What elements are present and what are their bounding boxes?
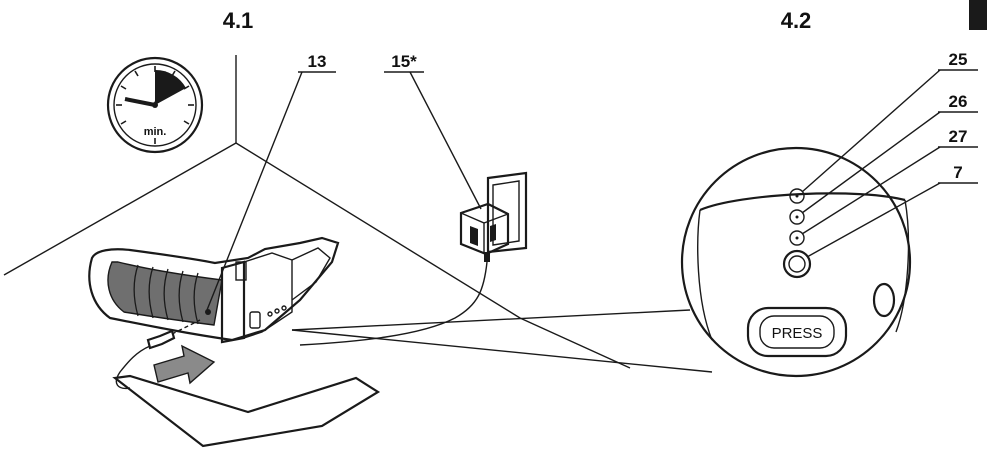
page-tab-marker bbox=[969, 0, 987, 30]
insert-arrow bbox=[153, 344, 216, 385]
callout-7 bbox=[806, 182, 978, 258]
charging-plug bbox=[146, 319, 201, 350]
callout-label-27: 27 bbox=[949, 127, 968, 146]
screwdriver bbox=[88, 236, 340, 344]
callout-15 bbox=[384, 71, 482, 210]
clock-icon bbox=[106, 56, 204, 154]
status-leds bbox=[782, 188, 812, 279]
callout-label-26: 26 bbox=[949, 92, 968, 111]
charger-adapter bbox=[459, 171, 528, 262]
figure-label-4-1: 4.1 bbox=[223, 8, 254, 33]
room-corner bbox=[3, 55, 631, 369]
callout-26 bbox=[801, 111, 978, 214]
detail-circle bbox=[680, 146, 912, 378]
callout-13 bbox=[206, 71, 336, 311]
callout-label-7: 7 bbox=[953, 163, 962, 182]
callout-label-13: 13 bbox=[308, 52, 327, 71]
press-button bbox=[746, 306, 848, 358]
charger-cord bbox=[299, 261, 488, 346]
callout-label-15: 15* bbox=[391, 52, 417, 71]
magnifier-rays bbox=[291, 309, 713, 373]
callout-27 bbox=[801, 146, 978, 235]
floor-mat-outline bbox=[112, 374, 381, 448]
callout-25 bbox=[801, 69, 978, 193]
callout-label-25: 25 bbox=[949, 50, 968, 69]
figure-label-4-2: 4.2 bbox=[781, 8, 812, 33]
clock-unit-label: min. bbox=[144, 126, 167, 138]
press-button-label: PRESS bbox=[772, 325, 823, 342]
plug-cable bbox=[115, 345, 151, 390]
